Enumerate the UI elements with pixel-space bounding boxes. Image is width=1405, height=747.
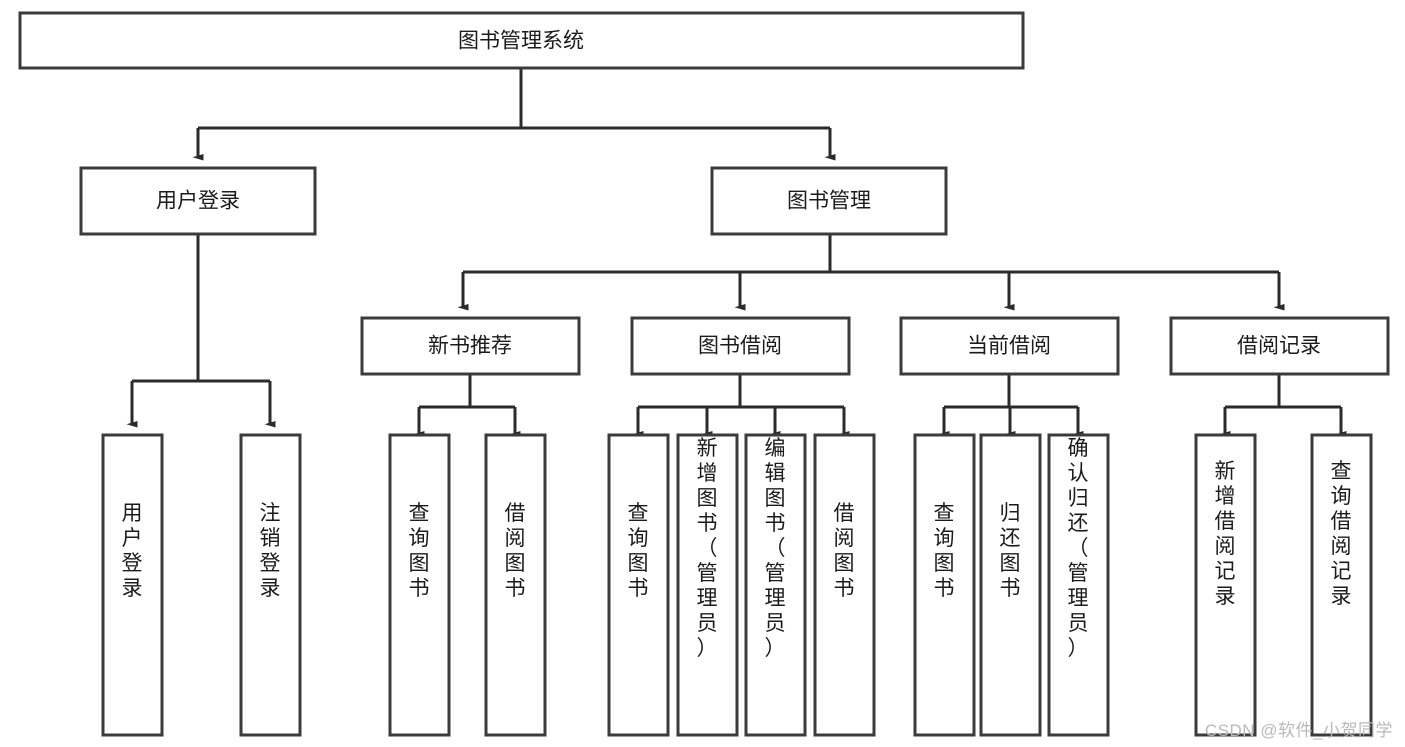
node-current-borrow[interactable]: 当前借阅 [899, 316, 1120, 376]
node-leaf-user-login-box [101, 433, 164, 737]
node-leaf-return-book-box [979, 433, 1042, 737]
node-leaf-edit-book-label: 编辑图书（管理员） [765, 437, 786, 660]
node-leaf-query-book-1[interactable]: 查询图书 [388, 433, 451, 737]
node-current-borrow-label: 当前借阅 [967, 335, 1051, 358]
node-new-book-recommend[interactable]: 新书推荐 [360, 316, 581, 376]
node-new-book-recommend-box [360, 316, 581, 376]
node-leaf-logout-login-label: 注销登录 [260, 502, 281, 600]
node-borrow-record-label: 借阅记录 [1237, 335, 1321, 358]
node-leaf-confirm-return-label: 确认归还（管理员） [1068, 437, 1089, 660]
node-leaf-user-login-label: 用户登录 [122, 502, 143, 600]
node-leaf-borrow-book-1-label: 借阅图书 [505, 502, 526, 600]
node-root-system-box [18, 11, 1025, 70]
node-leaf-query-book-1-label: 查询图书 [409, 502, 430, 600]
node-root-system[interactable]: 图书管理系统 [18, 11, 1025, 70]
node-new-book-recommend-label: 新书推荐 [428, 335, 512, 358]
node-leaf-query-book-3-box [913, 433, 976, 737]
node-leaf-logout-login-box [239, 433, 302, 737]
node-borrow-record-box [1169, 316, 1390, 376]
node-book-borrow[interactable]: 图书借阅 [630, 316, 851, 376]
node-leaf-logout-login[interactable]: 注销登录 [239, 433, 302, 737]
node-leaf-add-record[interactable]: 新增借阅记录 [1194, 433, 1257, 737]
node-leaf-borrow-book-2-box [813, 433, 876, 737]
node-leaf-borrow-book-1-box [484, 433, 547, 737]
csdn-watermark: CSDN @软件_小贺同学 [1204, 721, 1393, 740]
node-book-manage-box [710, 166, 948, 236]
node-leaf-add-book-label: 新增图书（管理员） [697, 437, 718, 660]
node-user-login[interactable]: 用户登录 [79, 166, 317, 236]
node-leaf-borrow-book-2[interactable]: 借阅图书 [813, 433, 876, 737]
node-leaf-confirm-return-box [1047, 433, 1110, 737]
connector-group-current-borrow [938, 374, 1084, 438]
node-book-manage[interactable]: 图书管理 [710, 166, 948, 236]
node-leaf-query-book-1-box [388, 433, 451, 737]
node-borrow-record[interactable]: 借阅记录 [1169, 316, 1390, 376]
node-leaf-user-login[interactable]: 用户登录 [101, 433, 164, 737]
node-leaf-query-record-box [1310, 433, 1373, 737]
node-leaf-add-book-box [676, 433, 739, 737]
node-leaf-confirm-return[interactable]: 确认归还（管理员） [1047, 433, 1110, 737]
node-leaf-query-book-2-box [607, 433, 670, 737]
connector-group-borrow-record [1219, 374, 1347, 438]
node-leaf-edit-book[interactable]: 编辑图书（管理员） [744, 433, 807, 737]
node-root-system-label: 图书管理系统 [458, 30, 584, 53]
connector-group-book-manage [457, 234, 1285, 311]
node-leaf-query-record-label: 查询借阅记录 [1331, 460, 1352, 608]
node-current-borrow-box [899, 316, 1120, 376]
node-user-login-label: 用户登录 [156, 190, 240, 213]
node-leaf-borrow-book-1[interactable]: 借阅图书 [484, 433, 547, 737]
node-leaf-query-book-2-label: 查询图书 [628, 502, 649, 600]
connector-group-root [192, 68, 836, 161]
node-leaf-return-book[interactable]: 归还图书 [979, 433, 1042, 737]
node-leaf-add-record-label: 新增借阅记录 [1215, 460, 1236, 608]
node-leaf-query-record[interactable]: 查询借阅记录 [1310, 433, 1373, 737]
connector-group-book-borrow [632, 374, 850, 438]
node-leaf-return-book-label: 归还图书 [1000, 502, 1021, 600]
node-leaf-borrow-book-2-label: 借阅图书 [834, 502, 855, 600]
node-book-borrow-box [630, 316, 851, 376]
node-leaf-query-book-3-label: 查询图书 [934, 502, 955, 600]
node-book-manage-label: 图书管理 [787, 190, 871, 213]
node-book-borrow-label: 图书借阅 [698, 335, 782, 358]
node-user-login-box [79, 166, 317, 236]
node-leaf-edit-book-box [744, 433, 807, 737]
node-leaf-query-book-2[interactable]: 查询图书 [607, 433, 670, 737]
node-leaf-add-record-box [1194, 433, 1257, 737]
connector-group-user-login [126, 234, 276, 428]
node-leaf-add-book[interactable]: 新增图书（管理员） [676, 433, 739, 737]
node-leaf-query-book-3[interactable]: 查询图书 [913, 433, 976, 737]
connector-group-new-book-recommend [413, 374, 521, 438]
